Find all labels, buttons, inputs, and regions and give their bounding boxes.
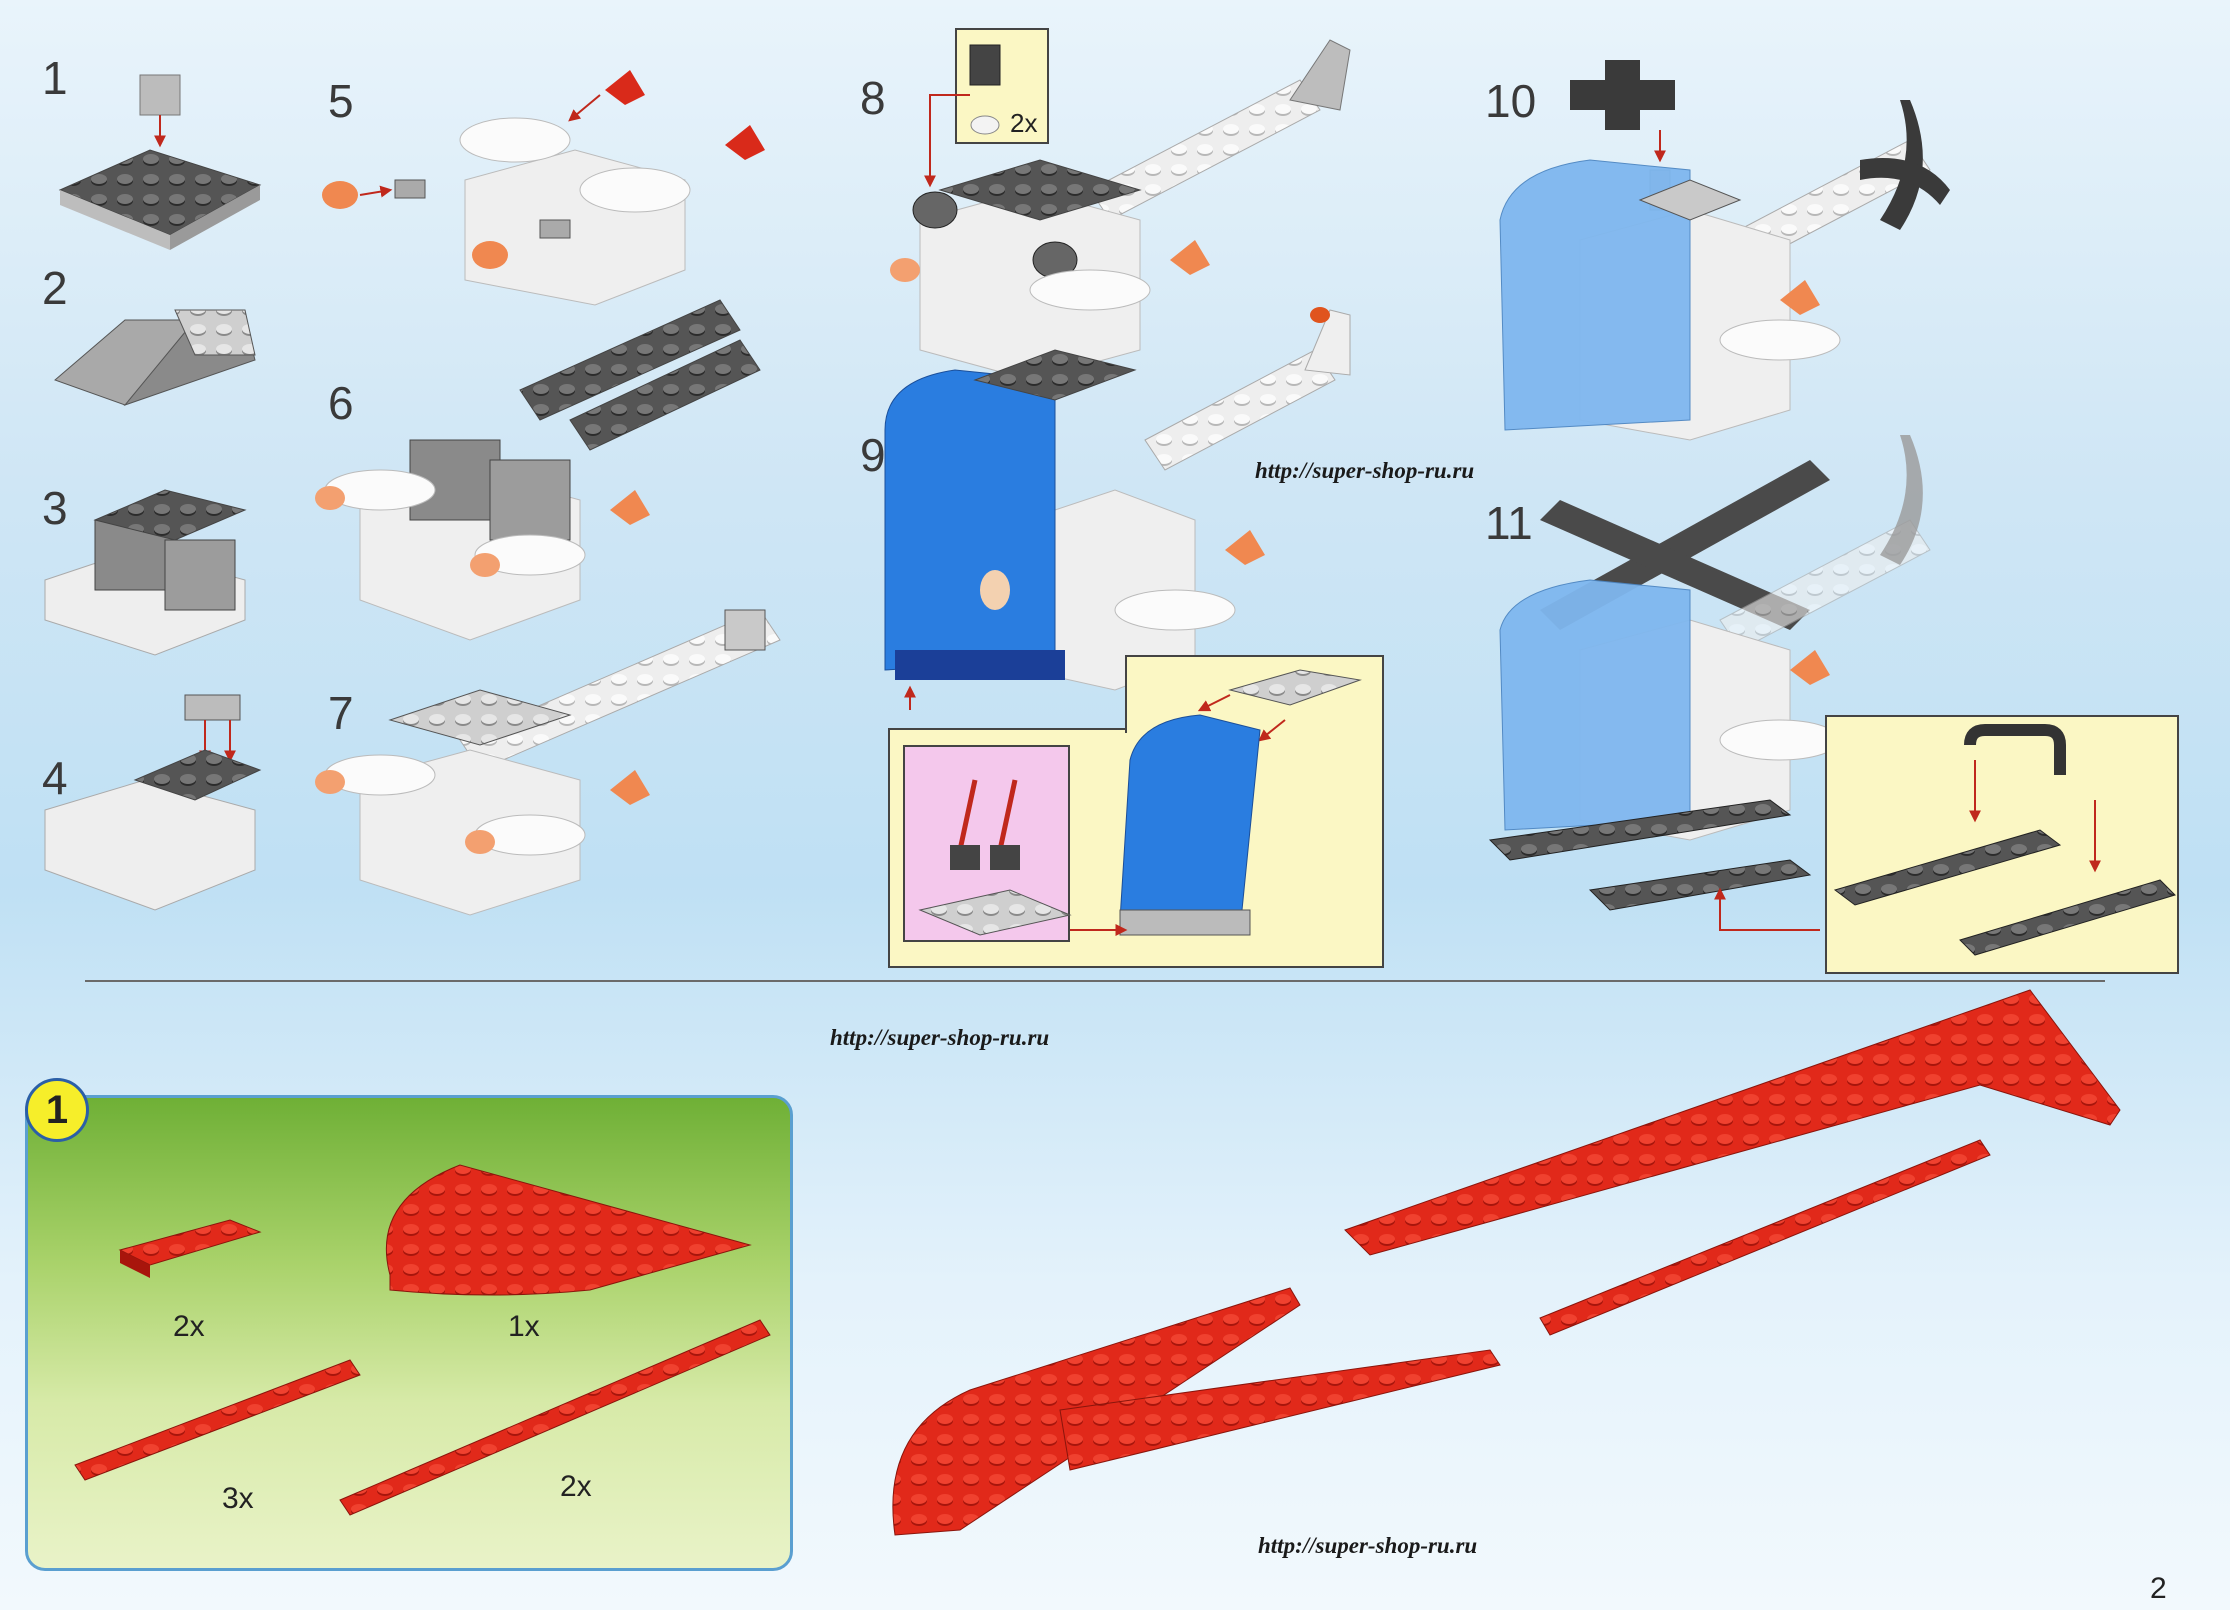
red-base-illustration — [892, 989, 2121, 1536]
step11-callout-illustration — [1714, 724, 2176, 956]
step-number-4: 4 — [42, 752, 68, 804]
step8-quantity: 2x — [1010, 108, 1038, 138]
parts-step-badge: 1 — [25, 1078, 89, 1142]
step2-illustration — [54, 309, 256, 407]
parts-quantity-3: 3x — [222, 1482, 254, 1515]
watermark-url: http://super-shop-ru.ru — [830, 1025, 1050, 1050]
step-number-8: 8 — [860, 72, 886, 124]
step3-illustration — [44, 489, 247, 656]
step-number-1: 1 — [42, 52, 68, 104]
step-number-6: 6 — [328, 377, 354, 429]
step7-illustration — [315, 609, 781, 916]
step-number-9: 9 — [860, 429, 886, 481]
step6-illustration — [315, 299, 761, 641]
parts-quantity-1: 2x — [173, 1310, 205, 1343]
step9-callout-illustration — [904, 669, 1362, 936]
watermark-url: http://super-shop-ru.ru — [1258, 1533, 1478, 1558]
step8-illustration — [890, 39, 1351, 381]
parts-panel — [25, 1095, 793, 1571]
section-divider — [85, 980, 2105, 982]
step11-illustration — [1488, 435, 1931, 911]
parts-illustration — [74, 1164, 771, 1516]
parts-quantity-4: 2x — [560, 1470, 592, 1503]
step1-illustration — [58, 74, 262, 250]
step-number-3: 3 — [42, 482, 68, 534]
step5-illustration — [322, 70, 765, 306]
step10-illustration — [1499, 60, 1950, 441]
step-number-10: 10 — [1485, 75, 1537, 127]
page-number: 2 — [2150, 1572, 2167, 1605]
step4-illustration — [44, 694, 262, 911]
step-number-11: 11 — [1485, 497, 1533, 549]
watermark-url: http://super-shop-ru.ru — [1255, 458, 1475, 483]
step9-illustration — [884, 307, 1351, 691]
parts-quantity-2: 1x — [508, 1310, 540, 1343]
step-number-5: 5 — [328, 75, 354, 127]
step-number-7: 7 — [328, 687, 354, 739]
step-number-2: 2 — [42, 262, 68, 314]
